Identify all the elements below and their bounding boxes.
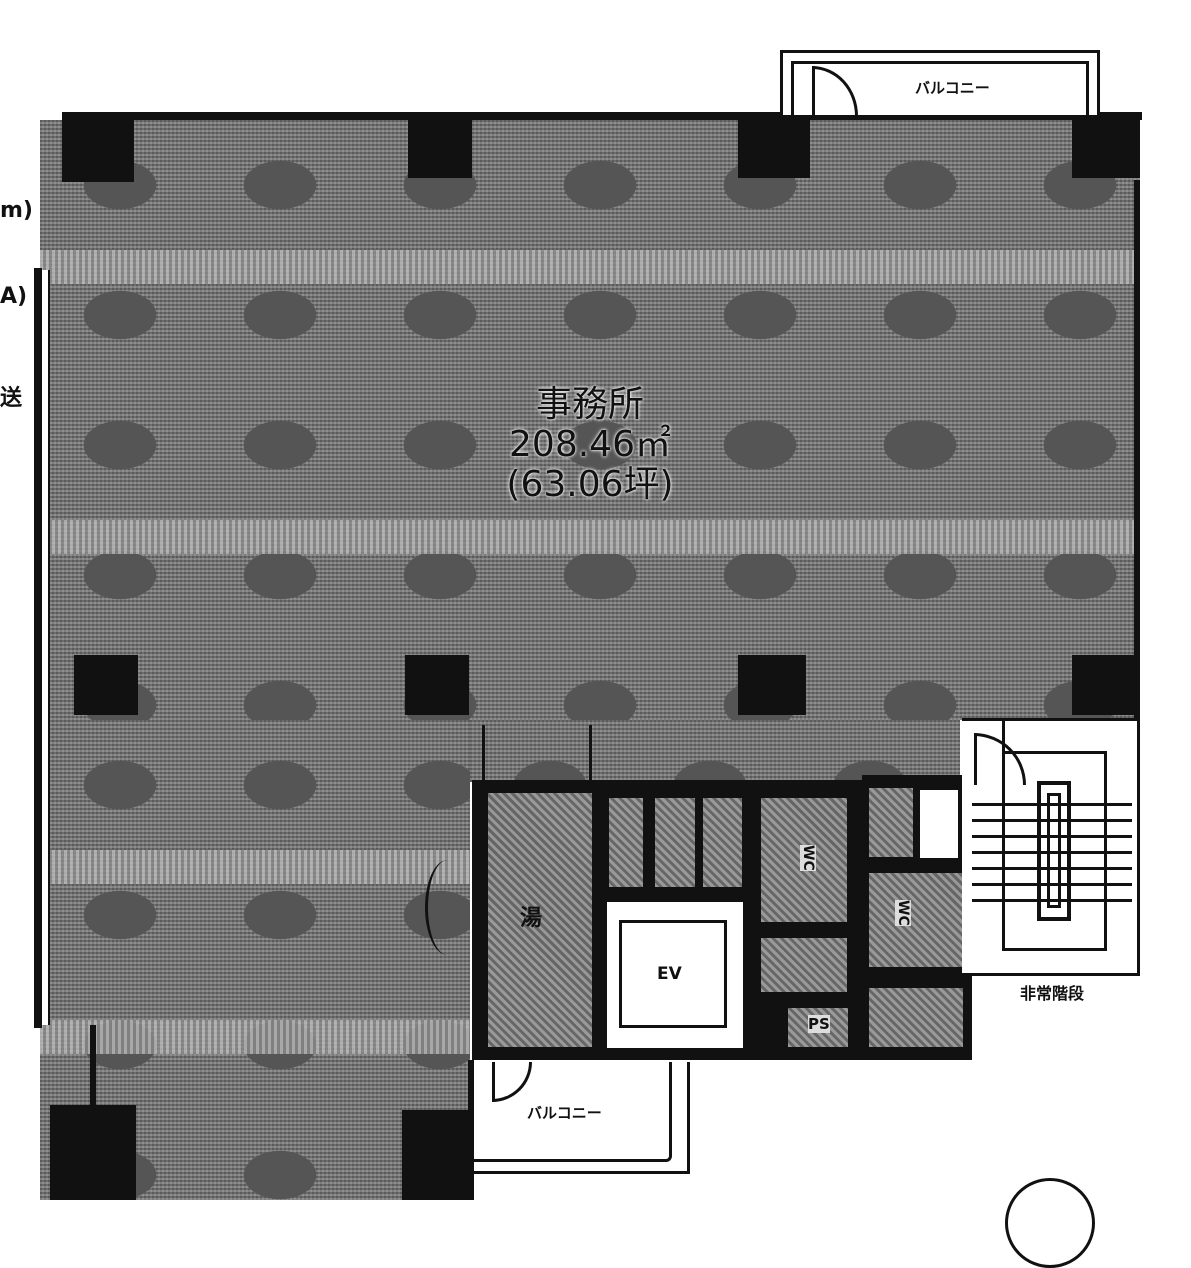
left-window <box>42 270 50 1025</box>
top-wall <box>62 112 1142 120</box>
bottom-left-wall <box>90 1025 96 1105</box>
elevator-shaft: EV <box>605 900 745 1050</box>
emergency-stairs-label: 非常階段 <box>1020 984 1085 1003</box>
elevator-label: EV <box>657 964 682 984</box>
carpet-band <box>40 250 1140 284</box>
column <box>50 1105 136 1200</box>
closet-2 <box>652 795 698 890</box>
margin-text-3: 送 <box>0 386 23 411</box>
stairs-door[interactable] <box>974 733 1026 785</box>
column <box>405 655 469 715</box>
storage-room <box>485 790 595 1050</box>
bottom-inner-wall <box>468 1060 474 1200</box>
closet-3 <box>700 795 745 890</box>
wc-1-lower <box>758 935 850 995</box>
column <box>62 112 134 182</box>
right-wall <box>1134 180 1140 720</box>
office-name: 事務所 <box>535 384 644 425</box>
margin-text-1: m) <box>0 198 33 223</box>
margin-text-2: A) <box>0 284 28 309</box>
kitchenette-door[interactable] <box>482 725 592 780</box>
closet-1 <box>606 795 646 890</box>
office-area-m2: 208.46㎡ <box>509 424 671 465</box>
column <box>74 655 138 715</box>
wc-2-upper <box>866 785 916 860</box>
column <box>1072 112 1140 178</box>
office-label-block: 事務所 208.46㎡ (63.06坪) <box>470 385 710 505</box>
balcony-top-label: バルコニー <box>915 79 990 97</box>
wc-1-label: WC <box>800 845 816 871</box>
carpet-band <box>40 520 1140 554</box>
column <box>402 1110 472 1200</box>
wc-2-lower <box>866 985 966 1050</box>
office-side-door[interactable] <box>425 860 470 955</box>
column <box>738 112 810 178</box>
column <box>408 112 472 178</box>
column <box>738 655 806 715</box>
balcony-bottom-label: バルコニー <box>527 1104 602 1122</box>
left-wall <box>34 268 42 1028</box>
wc-2-cabinet <box>918 788 960 860</box>
carpet-band <box>40 1020 470 1054</box>
office-floor <box>40 120 1140 720</box>
emergency-stairs <box>962 718 1140 976</box>
compass-circle <box>1005 1178 1095 1268</box>
pipe-space-label: PS <box>808 1015 830 1033</box>
kitchenette-label: 湯 <box>520 906 543 931</box>
column <box>1072 655 1140 715</box>
wc-2-label: WC <box>895 900 911 926</box>
carpet-band <box>40 850 470 884</box>
wc-2 <box>866 870 966 970</box>
office-floor-corridor <box>470 720 960 782</box>
office-area-tsubo: (63.06坪) <box>506 464 674 505</box>
